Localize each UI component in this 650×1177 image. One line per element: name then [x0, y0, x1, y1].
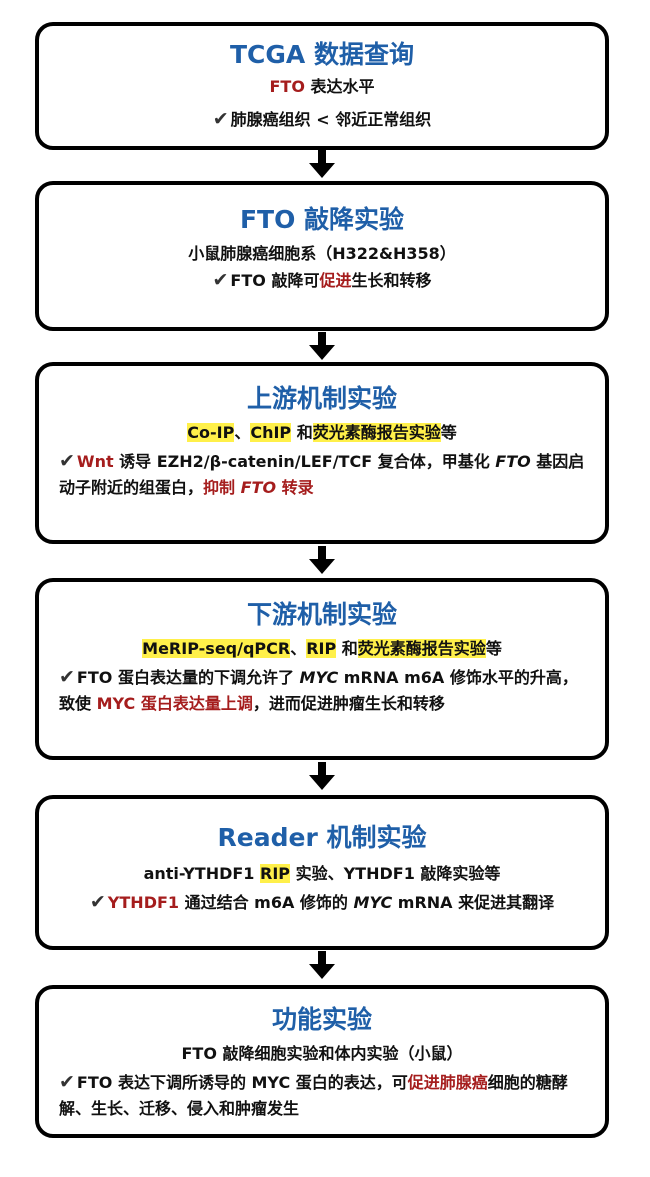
separator: 、 — [290, 639, 307, 658]
separator: 和 — [336, 639, 358, 658]
step-title: 下游机制实验 — [246, 600, 397, 629]
step-result: ✔YTHDF1 通过结合 m6A 修饰的 MYC mRNA 来促进其翻译 — [39, 889, 605, 916]
method-suffix: 等 — [440, 423, 457, 442]
step-box-function: 功能实验 FTO 敲降细胞实验和体内实验（小鼠） ✔FTO 表达下调所诱导的 M… — [35, 985, 609, 1138]
step-title: Reader 机制实验 — [217, 823, 427, 852]
method-text: anti-YTHDF1 — [143, 864, 261, 883]
measure-text: 表达水平 — [304, 77, 375, 96]
arrow-down-icon — [309, 762, 335, 790]
result-text: FTO 表达下调所诱导的 MYC 蛋白的表达，可 — [76, 1073, 408, 1092]
step-result: ✔FTO 蛋白表达量的下调允许了 MYC mRNA m6A 修饰水平的升高，致使… — [39, 664, 605, 717]
step-title: TCGA 数据查询 — [230, 40, 414, 69]
step-box-upstream: 上游机制实验 Co-IP、ChIP 和荧光素酶报告实验等 ✔Wnt 诱导 EZH… — [35, 362, 609, 544]
method-merip: MeRIP-seq/qPCR — [142, 639, 291, 658]
result-text: 通过结合 m6A 修饰的 — [179, 893, 354, 912]
result-highlight: 抑制 — [203, 478, 241, 497]
arrow-down-icon — [309, 150, 335, 178]
result-wnt: Wnt — [76, 452, 114, 471]
step-experiment: FTO 敲降细胞实验和体内实验（小鼠） — [181, 1044, 463, 1063]
step-result: ✔Wnt 诱导 EZH2/β-catenin/LEF/TCF 复合体，甲基化 F… — [39, 448, 605, 501]
check-icon: ✔ — [212, 108, 229, 130]
result-text: FTO 蛋白表达量的下调允许了 — [76, 668, 300, 687]
gene-fto: FTO — [240, 478, 277, 497]
gene-myc: MYC — [299, 668, 339, 687]
step-box-downstream: 下游机制实验 MeRIP-seq/qPCR、RIP 和荧光素酶报告实验等 ✔FT… — [35, 578, 609, 760]
step-box-fto-knockdown: FTO 敲降实验 小鼠肺腺癌细胞系（H322&H358） ✔FTO 敲降可促进生… — [35, 181, 609, 331]
gene-myc: MYC — [353, 893, 393, 912]
method-chip: ChIP — [250, 423, 292, 442]
separator: 和 — [291, 423, 313, 442]
result-text: ，进而促进肿瘤生长和转移 — [252, 694, 445, 713]
method-suffix: 等 — [485, 639, 502, 658]
result-text: mRNA m6A 修饰水平的升高，致使 — [59, 668, 578, 713]
arrow-down-icon — [309, 332, 335, 360]
check-icon: ✔ — [212, 269, 229, 291]
arrow-down-icon — [309, 546, 335, 574]
method-co-ip: Co-IP — [187, 423, 235, 442]
result-text: 生长和转移 — [351, 271, 432, 290]
result-text: 肺腺癌组织 < 邻近正常组织 — [230, 110, 432, 129]
step-methods: Co-IP、ChIP 和荧光素酶报告实验等 — [39, 420, 605, 446]
result-text: mRNA 来促进其翻译 — [392, 893, 555, 912]
result-highlight: MYC 蛋白表达量上调 — [96, 694, 253, 713]
result-text: 细胞的糖酵解、生长、迁移、侵入和肿瘤发生 — [59, 1073, 568, 1118]
method-rip: RIP — [306, 639, 337, 658]
result-text: 诱导 EZH2/β-catenin/LEF/TCF 复合体，甲基化 — [113, 452, 496, 471]
check-icon: ✔ — [59, 450, 75, 472]
result-highlight: 促进 — [319, 271, 352, 290]
result-ythdf1: YTHDF1 — [107, 893, 180, 912]
separator: 、 — [234, 423, 251, 442]
method-luciferase: 荧光素酶报告实验 — [312, 423, 441, 442]
step-title: 功能实验 — [271, 1005, 372, 1034]
step-result: ✔肺腺癌组织 < 邻近正常组织 — [39, 106, 605, 133]
step-result: ✔FTO 敲降可促进生长和转移 — [39, 267, 605, 294]
check-icon: ✔ — [59, 666, 75, 688]
step-cell-line: 小鼠肺腺癌细胞系（H322&H358） — [188, 244, 456, 263]
step-box-tcga: TCGA 数据查询 FTO 表达水平 ✔肺腺癌组织 < 邻近正常组织 — [35, 22, 609, 150]
method-luciferase: 荧光素酶报告实验 — [357, 639, 486, 658]
check-icon: ✔ — [89, 891, 106, 913]
step-result: ✔FTO 表达下调所诱导的 MYC 蛋白的表达，可促进肺腺癌细胞的糖酵解、生长、… — [39, 1069, 605, 1122]
step-methods: anti-YTHDF1 RIP 实验、YTHDF1 敲降实验等 — [39, 861, 605, 887]
result-text: FTO 敲降可 — [230, 271, 320, 290]
step-measure: FTO 表达水平 — [39, 74, 605, 100]
gene-fto: FTO — [269, 77, 305, 96]
step-title: FTO 敲降实验 — [239, 205, 405, 234]
step-methods: MeRIP-seq/qPCR、RIP 和荧光素酶报告实验等 — [39, 636, 605, 662]
step-title: 上游机制实验 — [246, 384, 397, 413]
check-icon: ✔ — [59, 1071, 75, 1093]
gene-fto: FTO — [495, 452, 531, 471]
step-box-reader: Reader 机制实验 anti-YTHDF1 RIP 实验、YTHDF1 敲降… — [35, 795, 609, 950]
method-text: 实验、YTHDF1 敲降实验等 — [290, 864, 501, 883]
result-text: 基因启动子附近的组蛋白， — [59, 452, 585, 497]
arrow-down-icon — [309, 951, 335, 979]
result-highlight: 转录 — [276, 478, 314, 497]
method-rip: RIP — [260, 864, 291, 883]
result-highlight: 促进肺腺癌 — [407, 1073, 488, 1092]
